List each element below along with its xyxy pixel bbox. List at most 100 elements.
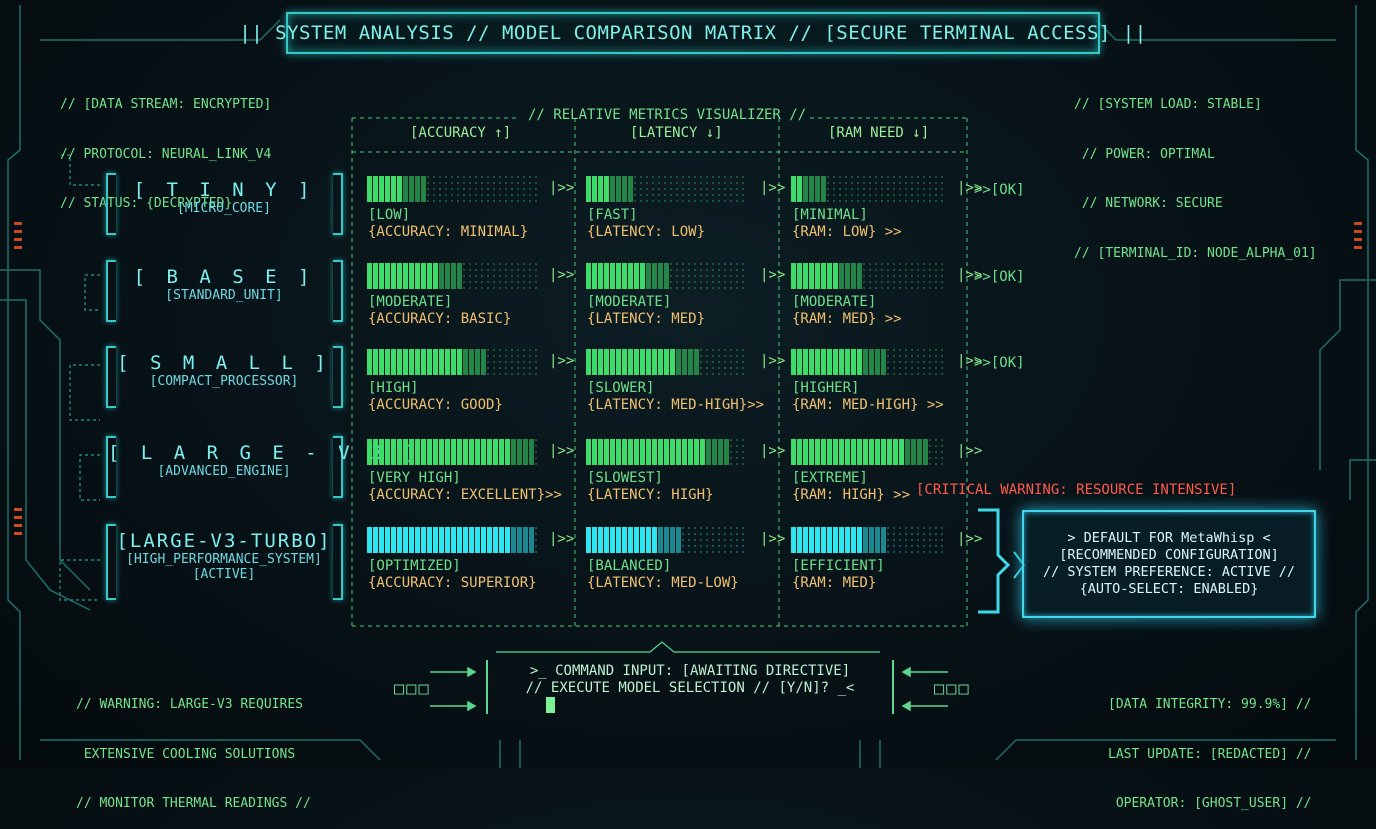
bar-segment — [688, 263, 690, 289]
bar-segment — [893, 439, 898, 465]
accuracy-bar — [367, 176, 540, 202]
bar-segment — [827, 263, 832, 289]
bar-segment — [682, 439, 687, 465]
bar-segment — [604, 176, 609, 202]
bar-segment — [857, 439, 862, 465]
bar-segment — [439, 349, 444, 375]
bar-segment — [463, 263, 465, 289]
bar-segment — [863, 349, 868, 375]
bar-segment — [821, 263, 826, 289]
bar-end-arrow-icon: |>> — [957, 531, 983, 547]
latency-detail-label: {LATENCY: LOW} — [587, 224, 706, 240]
latency-detail-label: {LATENCY: MED-HIGH}>> — [587, 397, 765, 413]
bar-segment — [815, 263, 820, 289]
model-subtitle: [HIGH_PERFORMANCE_SYSTEM] — [126, 552, 322, 567]
bar-segment — [833, 349, 838, 375]
bar-segment — [604, 439, 609, 465]
bar-segment — [821, 527, 826, 553]
command-input[interactable]: >_ COMMAND INPUT: [AWAITING DIRECTIVE] /… — [486, 660, 894, 714]
ram-detail-label: {RAM: MED-HIGH} >> — [792, 397, 944, 413]
bar-segment — [421, 439, 426, 465]
bar-segment — [616, 176, 621, 202]
bar-segment — [941, 263, 943, 289]
bar-segment — [481, 263, 483, 289]
model-card-2[interactable]: [ S M A L L ][COMPACT_PROCESSOR] — [108, 352, 340, 389]
bar-segment — [682, 527, 684, 553]
bar-segment — [385, 527, 390, 553]
bar-segment — [640, 349, 645, 375]
column-header-latency: [LATENCY ↓] — [630, 125, 723, 141]
bar-segment — [445, 527, 450, 553]
bar-segment — [718, 176, 720, 202]
bar-segment — [397, 527, 402, 553]
bar-segment — [851, 439, 856, 465]
ram-detail-label: {RAM: LOW} >> — [792, 224, 902, 240]
bar-segment — [911, 263, 913, 289]
bar-segment — [815, 349, 820, 375]
bar-segment — [881, 263, 883, 289]
accuracy-detail-label: {ACCURACY: EXCELLENT}>> — [368, 487, 562, 503]
bar-segment — [700, 263, 702, 289]
bar-segment — [676, 263, 678, 289]
model-subtitle: [ADVANCED_ENGINE] — [157, 464, 291, 479]
bar-segment — [700, 527, 702, 553]
model-card-1[interactable]: [ B A S E ][STANDARD_UNIT] — [108, 266, 340, 303]
bar-segment — [815, 439, 820, 465]
bar-segment — [935, 263, 937, 289]
bar-segment — [893, 176, 895, 202]
bar-segment — [863, 439, 868, 465]
bar-segment — [736, 263, 738, 289]
bar-segment — [899, 176, 901, 202]
bar-segment — [367, 439, 372, 465]
model-card-0[interactable]: [ T I N Y ][MICRO_CORE] — [108, 179, 340, 216]
bar-segment — [367, 349, 372, 375]
accuracy-level-label: [MODERATE] — [368, 294, 453, 310]
bar-segment — [517, 176, 519, 202]
bar-segment — [712, 263, 714, 289]
bar-segment — [736, 349, 738, 375]
bar-segment — [809, 527, 814, 553]
command-question: // EXECUTE MODEL SELECTION // [Y/N]? _< — [525, 680, 855, 696]
bar-segment — [658, 439, 663, 465]
bar-segment — [827, 349, 832, 375]
accuracy-level-label: [HIGH] — [368, 380, 419, 396]
bar-segment — [791, 176, 796, 202]
bar-segment — [730, 176, 732, 202]
model-card-3[interactable]: [ L A R G E - V 3 ][ADVANCED_ENGINE] — [108, 442, 415, 479]
bar-segment — [712, 349, 714, 375]
bar-segment — [929, 263, 931, 289]
bar-segment — [415, 439, 420, 465]
accuracy-bar — [367, 349, 540, 375]
status-ok-badge: >>[OK] — [974, 355, 1025, 371]
bar-segment — [451, 439, 456, 465]
bar-segment — [433, 176, 435, 202]
bar-segment — [791, 439, 796, 465]
bar-segment — [736, 527, 738, 553]
bar-segment — [851, 349, 856, 375]
status-info-right: // [SYSTEM LOAD: STABLE] // POWER: OPTIM… — [1074, 64, 1317, 279]
model-card-4[interactable]: [LARGE-V3-TURBO][HIGH_PERFORMANCE_SYSTEM… — [108, 530, 340, 582]
bar-segment — [694, 263, 696, 289]
bar-segment — [658, 176, 660, 202]
ram-detail-label: {RAM: MED} >> — [792, 311, 902, 327]
bar-segment — [610, 439, 615, 465]
status-ok-badge: >>[OK] — [974, 182, 1025, 198]
bar-segment — [827, 176, 829, 202]
bar-segment — [598, 439, 603, 465]
model-bracket-right — [333, 173, 343, 235]
accuracy-detail-label: {ACCURACY: GOOD} — [368, 397, 503, 413]
bar-segment — [833, 176, 835, 202]
accuracy-level-label: [VERY HIGH] — [368, 470, 461, 486]
bar-segment — [463, 527, 468, 553]
bar-segment — [700, 349, 702, 375]
model-bracket-left — [106, 260, 116, 322]
text-cursor — [546, 697, 555, 713]
bar-segment — [833, 263, 838, 289]
bar-segment — [827, 527, 832, 553]
model-subtitle: [ACTIVE] — [192, 567, 256, 582]
bar-segment — [923, 176, 925, 202]
bar-segment — [616, 527, 621, 553]
bar-segment — [706, 439, 711, 465]
bar-segment — [652, 439, 657, 465]
bar-segment — [403, 176, 408, 202]
